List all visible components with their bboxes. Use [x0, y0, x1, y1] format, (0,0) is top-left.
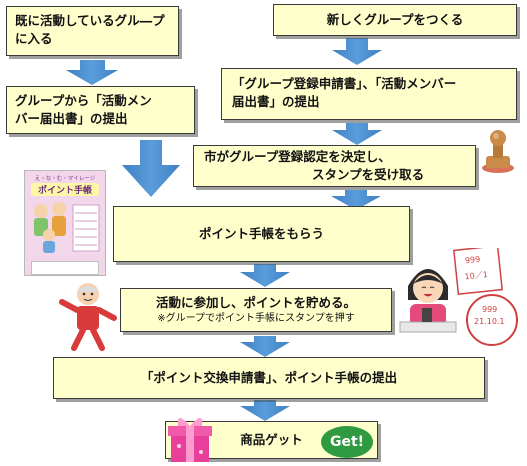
box-new-group-text: 新しくグループをつくる: [326, 11, 464, 27]
box-exchange-submit-text: 「ポイント交換申請書」、ポイント手帳の提出: [140, 369, 398, 385]
notebook-title: ポイント手帳: [31, 183, 99, 196]
box-new-group: 新しくグループをつくる: [273, 4, 517, 36]
box-participate-line1: 活動に参加し、ポイントを貯める。: [155, 294, 356, 310]
stamp-card-mid: 10／1: [464, 270, 488, 281]
notebook-people-icon: [34, 202, 100, 253]
box-participate: 活動に参加し、ポイントを貯める。 ※グループでポイント手帳にスタンプを押す: [120, 288, 392, 332]
box-member-submit-line2: バー届出書」の提出: [15, 111, 128, 127]
box-participate-note: ※グループでポイント手帳にスタンプを押す: [157, 312, 355, 324]
box-city-decision: 市がグループ登録認定を決定し、 スタンプを受け取る: [193, 145, 476, 187]
stamp-icon: [482, 130, 514, 173]
gift-box-icon: [168, 418, 212, 462]
box-city-decision-line2: スタンプを受け取る: [312, 167, 425, 183]
stamp-card-icon: 999 10／1 999 21.10.1: [452, 248, 518, 346]
box-existing-group-line2: に入る: [15, 31, 53, 47]
stamp-card-top: 999: [464, 255, 480, 266]
arrow-left-2: [122, 140, 180, 197]
box-registration-submit-line1: 「グループ登録申請書」、「活動メンバー: [232, 76, 457, 91]
elderly-man-icon: [59, 283, 117, 351]
box-member-submit: グループから「活動メン バー届出書」の提出: [6, 86, 195, 134]
arrow-right-1: [332, 38, 382, 65]
seal-mid: 21.10.1: [474, 317, 505, 326]
get-badge-text: Get!: [329, 434, 365, 450]
arrow-center-1: [240, 264, 290, 287]
notebook-subtitle: え・な・む・マイレージ: [34, 176, 96, 182]
get-badge: Get!: [321, 426, 373, 458]
box-registration-submit: 「グループ登録申請書」、「活動メンバー 届出書」の提出: [221, 68, 517, 120]
box-city-decision-line1: 市がグループ登録認定を決定し、: [204, 149, 391, 164]
arrow-right-3: [331, 190, 381, 210]
woman-stamping-icon: [399, 269, 457, 333]
box-receive-notebook-text: ポイント手帳をもらう: [198, 225, 324, 241]
box-get-goods-text: 商品ゲット: [240, 431, 303, 447]
arrow-right-2: [332, 123, 382, 145]
box-member-submit-line1: グループから「活動メン: [15, 93, 152, 108]
box-existing-group-line1: 既に活動しているグル―プ: [15, 13, 165, 28]
seal-top: 999: [482, 305, 497, 314]
arrow-left-1: [66, 60, 118, 85]
arrow-center-3: [240, 400, 290, 421]
box-registration-submit-line2: 届出書」の提出: [232, 94, 320, 110]
arrow-center-2: [240, 336, 290, 357]
box-exchange-submit: 「ポイント交換申請書」、ポイント手帳の提出: [53, 357, 485, 399]
box-receive-notebook: ポイント手帳をもらう: [113, 206, 410, 262]
box-existing-group: 既に活動しているグル―プ に入る: [6, 6, 179, 56]
point-notebook-illustration: え・な・む・マイレージ ポイント手帳: [24, 170, 106, 276]
